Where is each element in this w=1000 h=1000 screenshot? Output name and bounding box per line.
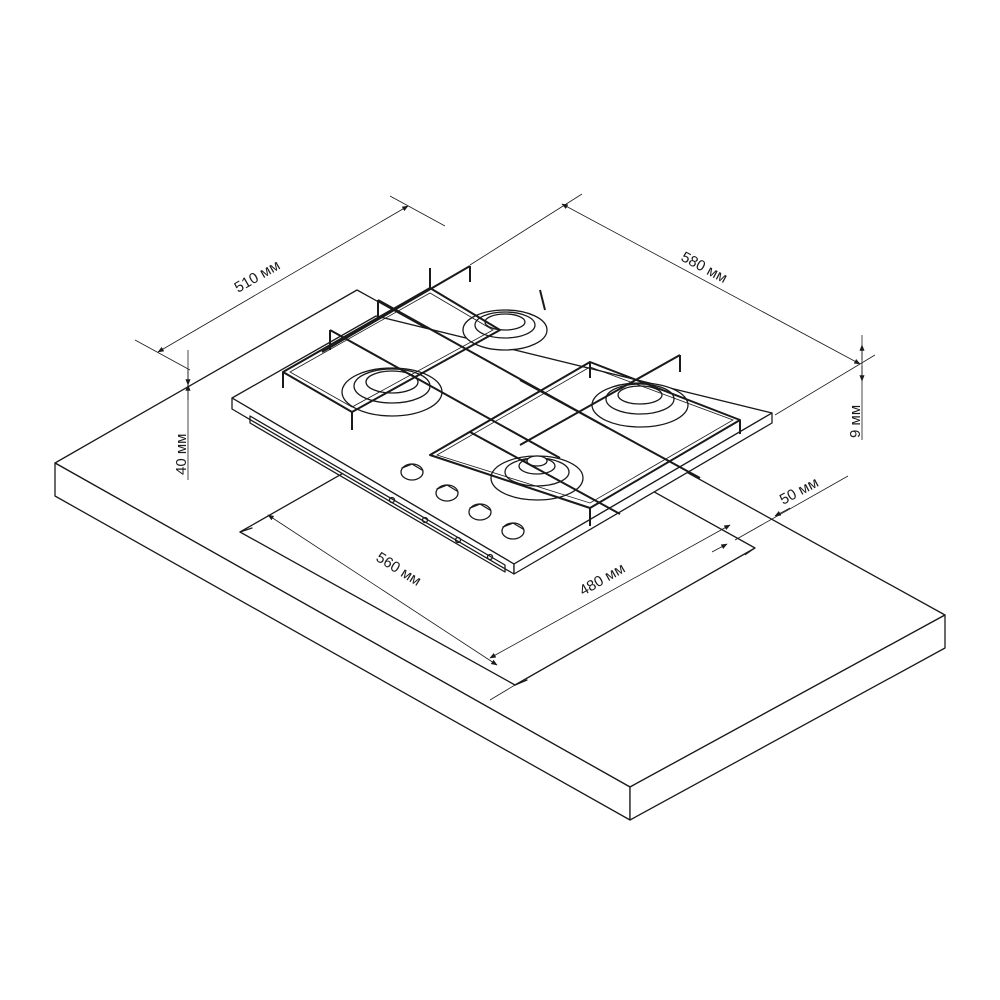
dimension-under-height-label: 40 мм xyxy=(173,434,190,475)
knob-3 xyxy=(468,503,492,521)
burner-front-right xyxy=(591,382,689,428)
knob-2 xyxy=(435,484,459,502)
pan-support-right xyxy=(429,289,741,526)
dimension-under-height: 40 мм xyxy=(173,350,191,480)
dimension-depth-label: 510 мм xyxy=(232,257,284,297)
knob-4 xyxy=(501,522,525,540)
dimension-top-height: 9 мм xyxy=(847,335,865,440)
dimension-width-label: 580 мм xyxy=(678,249,730,287)
dimension-top-height-label: 9 мм xyxy=(847,405,864,438)
knob-1 xyxy=(400,463,424,481)
burner-front-left xyxy=(490,455,584,501)
